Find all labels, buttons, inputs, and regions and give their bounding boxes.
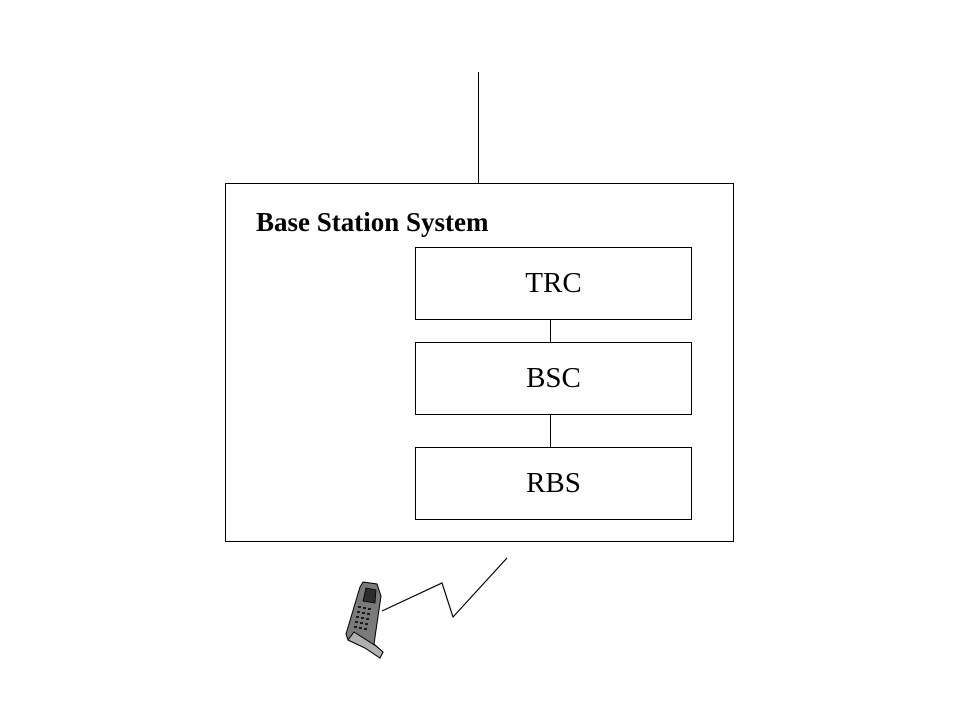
uplink-connector-line [478,72,479,184]
rbs-node: RBS [415,447,692,520]
bsc-node: BSC [415,342,692,415]
base-station-system-label: Base Station System [256,207,489,237]
trc-bsc-connector [550,319,551,343]
bsc-node-label: BSC [526,362,581,394]
mobile-phone-icon [345,581,384,659]
rbs-node-label: RBS [526,467,581,499]
lightning-radio-link-icon [381,557,508,619]
base-station-system-box [225,183,734,542]
bsc-rbs-connector [550,414,551,448]
trc-node-label: TRC [525,267,582,299]
trc-node: TRC [415,247,692,320]
